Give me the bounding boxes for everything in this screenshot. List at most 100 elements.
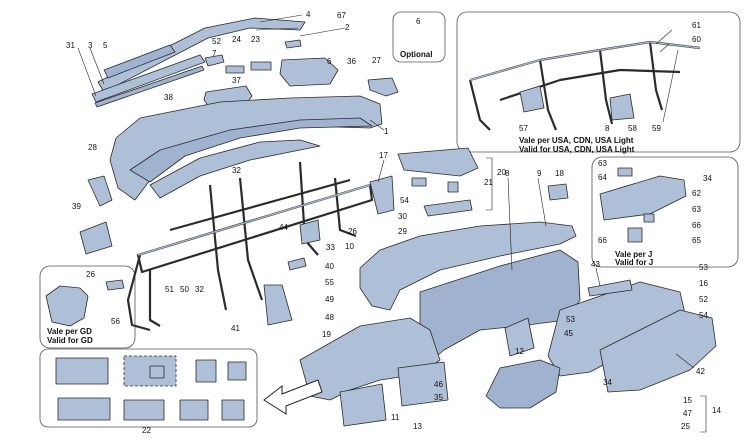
callout-53b: 53 bbox=[566, 315, 575, 324]
windshield-trim-strips bbox=[91, 17, 306, 108]
callout-63a: 63 bbox=[598, 159, 607, 168]
callout-34b: 34 bbox=[703, 174, 712, 183]
callout-15: 15 bbox=[683, 396, 692, 405]
callout-31: 31 bbox=[66, 41, 75, 50]
part-39-bracket bbox=[79, 221, 113, 255]
callout-34a: 34 bbox=[603, 378, 612, 387]
callout-57: 57 bbox=[519, 124, 528, 133]
bracket-14 bbox=[700, 395, 707, 433]
callout-60: 60 bbox=[692, 35, 701, 44]
callout-16: 16 bbox=[699, 279, 708, 288]
callout-11: 11 bbox=[391, 413, 400, 422]
callout-44: 44 bbox=[279, 223, 288, 232]
usa-inset-box bbox=[456, 11, 741, 153]
callout-65: 65 bbox=[692, 236, 701, 245]
callout-8b: 8 bbox=[605, 124, 610, 133]
callout-6b: 6 bbox=[327, 57, 332, 66]
callout-24: 24 bbox=[232, 35, 241, 44]
callout-49: 49 bbox=[325, 295, 334, 304]
callout-50: 50 bbox=[180, 285, 189, 294]
caption-optional: Optional bbox=[400, 50, 432, 59]
callout-38: 38 bbox=[164, 93, 173, 102]
callout-36: 36 bbox=[347, 57, 356, 66]
callout-18: 18 bbox=[555, 169, 564, 178]
callout-55: 55 bbox=[325, 278, 334, 287]
callout-22: 22 bbox=[142, 426, 151, 435]
callout-48: 48 bbox=[325, 313, 334, 322]
part-28-side-cap bbox=[87, 175, 113, 207]
small-brackets-top bbox=[204, 39, 302, 74]
callout-42: 42 bbox=[696, 367, 705, 376]
callout-33: 33 bbox=[326, 243, 335, 252]
caption-gd-en: Valid for GD bbox=[47, 336, 93, 345]
part-18-clip bbox=[547, 183, 569, 201]
callout-45: 45 bbox=[564, 329, 573, 338]
callout-59: 59 bbox=[652, 124, 661, 133]
callout-28: 28 bbox=[88, 143, 97, 152]
j-inset-box bbox=[591, 156, 739, 268]
callout-52b: 52 bbox=[699, 295, 708, 304]
callout-4: 4 bbox=[306, 10, 311, 19]
callout-8a: 8 bbox=[505, 169, 510, 178]
callout-41: 41 bbox=[231, 324, 240, 333]
callout-67: 67 bbox=[337, 11, 346, 20]
callout-23: 23 bbox=[251, 35, 260, 44]
callout-35: 35 bbox=[434, 393, 443, 402]
callout-30: 30 bbox=[398, 212, 407, 221]
callout-20: 20 bbox=[497, 168, 506, 177]
gd-parts bbox=[45, 279, 125, 327]
callout-32b: 32 bbox=[195, 285, 204, 294]
callout-3: 3 bbox=[88, 41, 93, 50]
callout-25: 25 bbox=[681, 422, 690, 431]
callout-29: 29 bbox=[398, 227, 407, 236]
caption-gd-it: Vale per GD bbox=[47, 327, 92, 336]
callout-12: 12 bbox=[515, 347, 524, 356]
lower-dashboard-assembly bbox=[299, 221, 581, 427]
callout-37: 37 bbox=[232, 76, 241, 85]
callout-54a: 54 bbox=[400, 196, 409, 205]
leader-lines bbox=[77, 14, 695, 369]
crossbeam-frame bbox=[126, 161, 395, 332]
callout-19: 19 bbox=[322, 330, 331, 339]
direction-arrow bbox=[263, 379, 323, 415]
callout-13: 13 bbox=[413, 422, 422, 431]
part-36-cover bbox=[279, 57, 339, 87]
part-29-strip bbox=[423, 199, 473, 217]
callout-39: 39 bbox=[72, 202, 81, 211]
caption-usa-it: Vale per USA, CDN, USA Light bbox=[519, 136, 634, 145]
callout-53a: 53 bbox=[699, 263, 708, 272]
callout-64: 64 bbox=[598, 173, 607, 182]
callout-6a: 6 bbox=[416, 17, 421, 26]
callout-66b: 66 bbox=[692, 221, 701, 230]
part-27-panel bbox=[367, 77, 399, 97]
callout-40: 40 bbox=[325, 262, 334, 271]
callout-labels: 1 2 3 4 5 6 6 7 8 8 9 10 11 12 13 14 15 … bbox=[66, 10, 721, 435]
callout-52a: 52 bbox=[212, 37, 221, 46]
callout-43: 43 bbox=[591, 260, 600, 269]
callout-7: 7 bbox=[212, 49, 217, 58]
bracket-20 bbox=[486, 157, 493, 211]
callout-21: 21 bbox=[484, 178, 493, 187]
part-54-clip bbox=[411, 177, 427, 187]
j-parts bbox=[599, 167, 687, 243]
callout-9: 9 bbox=[537, 169, 542, 178]
callout-26a: 26 bbox=[348, 227, 357, 236]
callout-17: 17 bbox=[379, 151, 388, 160]
caption-j-it: Vale per J bbox=[615, 250, 652, 259]
callout-10: 10 bbox=[345, 242, 354, 251]
caption-j-en: Valid for J bbox=[615, 258, 653, 267]
callout-58: 58 bbox=[628, 124, 637, 133]
callout-62: 62 bbox=[692, 189, 701, 198]
callout-51: 51 bbox=[165, 285, 174, 294]
callout-46: 46 bbox=[434, 380, 443, 389]
callout-1: 1 bbox=[384, 127, 389, 136]
callout-5: 5 bbox=[103, 41, 108, 50]
optional-inset-box bbox=[392, 11, 446, 63]
gd-inset-box bbox=[39, 265, 136, 349]
caption-usa-en: Valid for USA, CDN, USA Light bbox=[519, 145, 635, 154]
callout-14: 14 bbox=[712, 406, 721, 415]
part-30-fastener bbox=[447, 181, 459, 193]
callout-56: 56 bbox=[111, 317, 120, 326]
